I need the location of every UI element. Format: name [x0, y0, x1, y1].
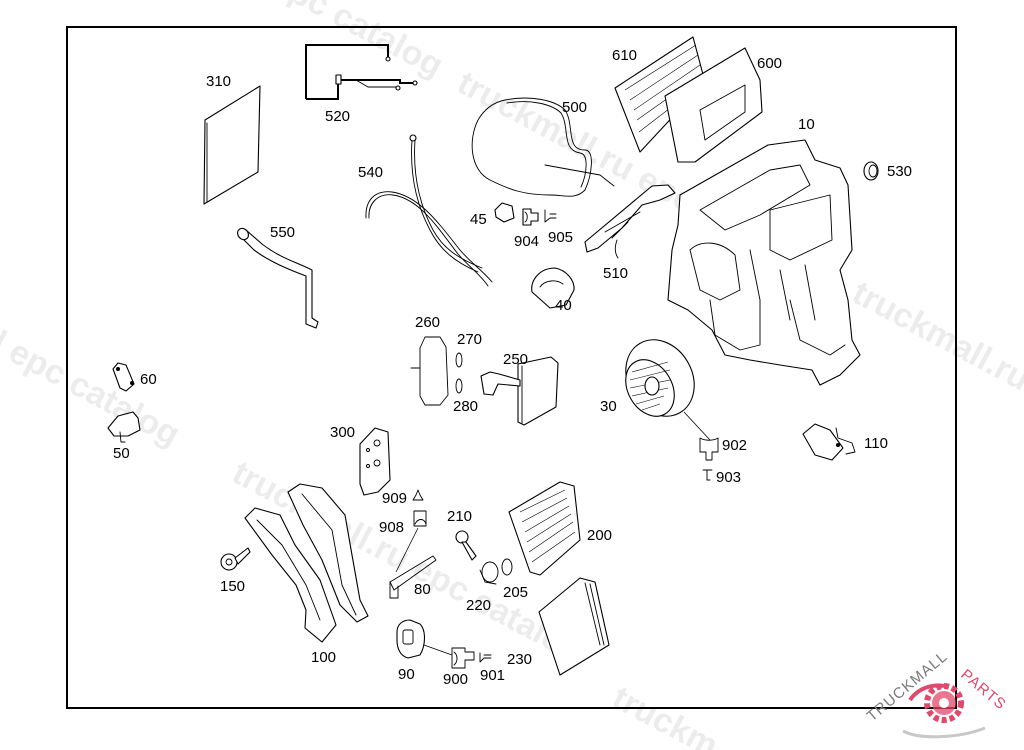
callout-904: 904 [514, 233, 539, 250]
part-280[interactable]: 280 [453, 378, 478, 415]
callout-600: 600 [757, 55, 782, 72]
diagram-frame [66, 26, 957, 709]
callout-610: 610 [612, 47, 637, 64]
part-250[interactable]: 250 [480, 351, 559, 426]
callout-210: 210 [447, 508, 472, 525]
callout-110: 110 [864, 435, 888, 452]
callout-905: 905 [548, 229, 573, 246]
part-60[interactable]: 60 [112, 362, 157, 392]
callout-260: 260 [415, 314, 440, 331]
callout-90: 90 [398, 666, 415, 683]
part-600[interactable]: 600 [664, 47, 782, 163]
part-80[interactable]: 80 [389, 527, 437, 599]
part-908[interactable]: 908 [379, 510, 427, 536]
watermark-text: truckmall.ru e [846, 274, 1024, 412]
part-220[interactable]: 220 [466, 561, 499, 614]
part-30[interactable]: 30 [600, 327, 711, 441]
callout-30: 30 [600, 398, 617, 415]
logo-text-right: PARTS [957, 666, 1009, 714]
arc-swoosh [902, 726, 986, 739]
callout-901: 901 [480, 667, 505, 684]
part-150[interactable]: 150 [220, 547, 251, 595]
part-10[interactable]: 10 [667, 116, 861, 386]
callout-220: 220 [466, 597, 491, 614]
watermark-text: l epc catalog [0, 324, 186, 454]
callout-903: 903 [716, 469, 741, 486]
watermark-text: epc catalog [266, 0, 449, 85]
callout-900: 900 [443, 671, 468, 688]
part-903[interactable]: 903 [702, 469, 741, 486]
part-40[interactable]: 40 [531, 267, 575, 314]
part-909[interactable]: 909 [382, 489, 424, 507]
part-530[interactable]: 530 [863, 161, 912, 181]
part-45[interactable]: 45 [470, 202, 515, 228]
callout-80: 80 [414, 581, 431, 598]
callout-200: 200 [587, 527, 612, 544]
truckmall-parts-logo: TRUCKMALL PARTS [864, 648, 1009, 739]
part-90[interactable]: 90 [396, 619, 453, 683]
part-310[interactable]: 310 [203, 73, 261, 205]
part-510[interactable]: 510 [584, 184, 676, 282]
callout-40: 40 [555, 297, 572, 314]
part-50[interactable]: 50 [107, 411, 141, 462]
part-550[interactable]: 550 [235, 224, 319, 329]
callout-60: 60 [140, 371, 157, 388]
watermark-text: truckm [606, 679, 724, 750]
part-902[interactable]: 902 [699, 437, 747, 461]
callout-300: 300 [330, 424, 355, 441]
callout-908: 908 [379, 519, 404, 536]
callout-45: 45 [470, 211, 487, 228]
gear-icon [924, 683, 964, 723]
part-205[interactable]: 205 [501, 558, 528, 601]
arc-swoosh-red [908, 683, 945, 702]
part-200[interactable]: 200 [508, 481, 612, 576]
callout-500: 500 [562, 99, 587, 116]
callout-50: 50 [113, 445, 130, 462]
callout-530: 530 [887, 163, 912, 180]
part-110[interactable]: 110 [802, 423, 888, 461]
part-520[interactable]: 520 [305, 44, 418, 125]
part-540[interactable]: 540 [358, 134, 493, 287]
part-904[interactable]: 904 [514, 208, 539, 250]
callout-510: 510 [603, 265, 628, 282]
part-901[interactable]: 901 [479, 652, 505, 684]
callout-310: 310 [206, 73, 231, 90]
part-100[interactable]: 100 [244, 483, 369, 666]
callout-909: 909 [382, 490, 407, 507]
callout-150: 150 [220, 578, 245, 595]
part-210[interactable]: 210 [447, 508, 477, 561]
part-260[interactable]: 260 [410, 314, 449, 406]
callout-250: 250 [503, 351, 528, 368]
callout-230: 230 [507, 651, 532, 668]
part-300[interactable]: 300 [330, 424, 391, 496]
callout-550: 550 [270, 224, 295, 241]
part-270[interactable]: 270 [455, 331, 482, 368]
part-905[interactable]: 905 [544, 209, 573, 246]
callout-270: 270 [457, 331, 482, 348]
callout-902: 902 [722, 437, 747, 454]
callout-10: 10 [798, 116, 815, 133]
callout-520: 520 [325, 108, 350, 125]
part-500[interactable]: 500 [471, 97, 615, 197]
callout-540: 540 [358, 164, 383, 181]
part-230[interactable]: 230 [507, 577, 610, 676]
callout-280: 280 [453, 398, 478, 415]
callout-205: 205 [503, 584, 528, 601]
callout-100: 100 [311, 649, 336, 666]
part-900[interactable]: 900 [443, 647, 475, 688]
